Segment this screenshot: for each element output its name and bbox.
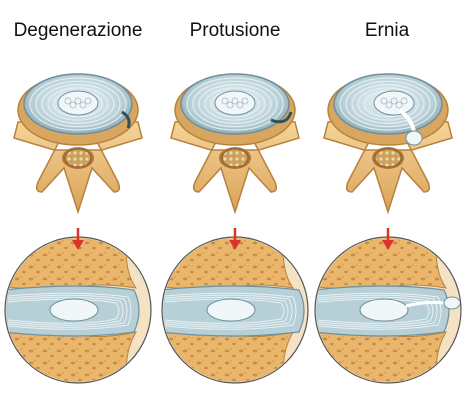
section-group-degenerazione (4, 228, 152, 384)
section-herniated-material (443, 296, 460, 310)
section-annulus-ring (317, 294, 438, 328)
section-annulus-ring (164, 296, 289, 326)
upper-vertebra-bone (316, 238, 448, 291)
nucleus-pulposus (57, 90, 99, 116)
annulus-ring (186, 77, 284, 131)
annulus-ring (339, 77, 437, 131)
nucleus-texture (380, 97, 388, 105)
disc-tear (121, 110, 131, 129)
annulus-ring (35, 80, 121, 128)
annulus-ring (204, 87, 266, 121)
section-annulus-ring (317, 298, 430, 324)
pressure-arrow-head (382, 240, 394, 250)
section-group-protusione (161, 228, 309, 384)
spinal-cord (221, 148, 249, 168)
pressure-arrow-head (229, 240, 241, 250)
title-protusione: Protusione (189, 20, 281, 41)
spinal-cord (374, 148, 402, 168)
section-nucleus (49, 298, 99, 322)
nucleus-texture (395, 101, 403, 109)
nucleus-texture (390, 97, 398, 105)
nucleus-texture (241, 97, 249, 105)
nucleus-texture (236, 101, 244, 109)
spinal-cord (64, 148, 92, 168)
section-annulus-ring (7, 298, 120, 324)
annulus-ring (351, 83, 425, 124)
section-annulus-ring (7, 296, 124, 326)
annulus-ring (357, 87, 419, 121)
lower-vertebra-bone (6, 330, 137, 382)
vertebra-group-ernia (323, 73, 453, 215)
nucleus-texture (226, 101, 234, 109)
annulus-ring (345, 80, 431, 128)
nucleus-pulposus (214, 90, 256, 116)
title-ernia: Ernia (364, 20, 410, 41)
annulus-ring (41, 83, 115, 124)
section-annulus-ring (317, 296, 434, 326)
lower-vertebra-bone (163, 330, 294, 382)
section-annulus-ring (7, 294, 128, 328)
nucleus-texture (221, 97, 229, 105)
annulus-ring (29, 77, 127, 131)
nucleus-texture (69, 101, 77, 109)
annulus-ring (198, 83, 272, 124)
vertebra-group-protusione (170, 73, 300, 215)
nucleus-texture (385, 101, 393, 109)
lower-vertebra-bone (316, 330, 447, 382)
section-group-ernia (314, 228, 462, 384)
section-annulus-ring (7, 292, 132, 330)
nucleus-texture (64, 97, 72, 105)
section-annulus-ring (164, 294, 293, 328)
nucleus-texture (79, 101, 87, 109)
vertebra-group-degenerazione (13, 73, 143, 215)
nucleus-texture (74, 97, 82, 105)
section-annulus-ring (164, 292, 297, 330)
section-content (6, 238, 140, 382)
nucleus-pulposus (373, 90, 415, 116)
pressure-arrow-head (72, 240, 84, 250)
nucleus-texture (231, 97, 239, 105)
herniated-material (405, 130, 423, 146)
nucleus-texture (400, 97, 408, 105)
upper-vertebra-bone (6, 238, 138, 291)
upper-vertebra-bone (163, 238, 295, 291)
title-degenerazione: Degenerazione (13, 20, 143, 41)
annulus-ring (47, 87, 109, 121)
disc-bulge (270, 111, 293, 124)
section-nucleus (359, 298, 409, 322)
section-annulus-ring (317, 292, 442, 330)
section-content (316, 238, 460, 382)
nucleus-texture (84, 97, 92, 105)
annulus-ring (192, 80, 278, 128)
section-nucleus (206, 298, 256, 322)
